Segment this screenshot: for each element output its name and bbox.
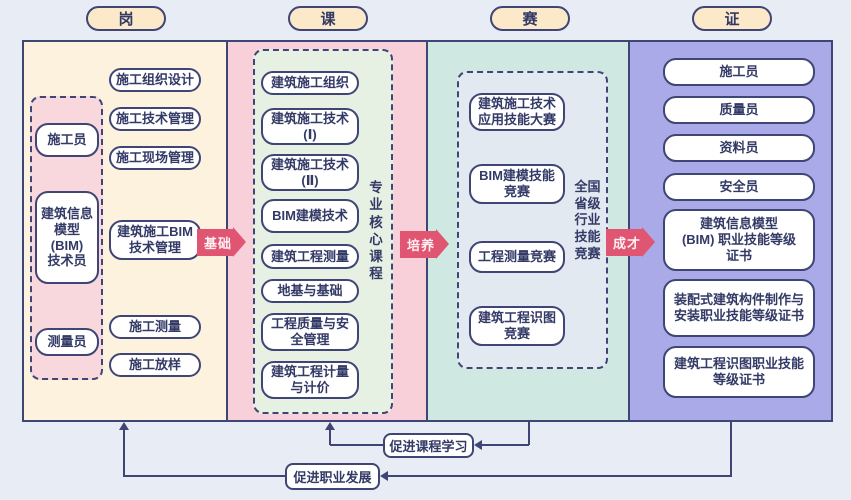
competitions-side-label: 全国 省级 行业 技能 竞赛	[574, 179, 601, 261]
arrow-left-icon	[474, 440, 482, 450]
header-sai: 赛	[490, 6, 570, 31]
course-node: BIM建模技术	[261, 199, 359, 233]
course-node: 建筑施工技术 (Ⅱ)	[261, 154, 359, 191]
arrow-right-icon	[233, 227, 247, 257]
connector-line	[329, 429, 331, 445]
flow-arrow-label: 培养	[400, 230, 437, 258]
header-zheng: 证	[692, 6, 772, 31]
arrow-right-icon	[436, 229, 450, 259]
feedback-career-box: 促进职业发展	[285, 463, 380, 490]
arrow-up-icon	[325, 422, 335, 430]
connector-line	[123, 429, 125, 477]
course-node: 工程质量与安 全管理	[261, 313, 359, 351]
cert-node: 装配式建筑构件制作与 安装职业技能等级证书	[663, 279, 815, 337]
duty-node: 施工放样	[109, 353, 201, 377]
connector-line	[124, 475, 285, 477]
course-node: 建筑施工技术 (Ⅰ)	[261, 108, 359, 145]
arrow-right-icon	[642, 227, 656, 257]
flow-arrow-peiyang: 培养	[400, 229, 450, 259]
duty-node: 施工现场管理	[109, 146, 201, 170]
connector-line	[330, 444, 383, 446]
course-node: 地基与基础	[261, 279, 359, 303]
arrow-up-icon	[119, 422, 129, 430]
cert-node: 资料员	[663, 134, 815, 162]
duty-node: 施工测量	[109, 315, 201, 339]
cert-node: 建筑工程识图职业技能 等级证书	[663, 346, 815, 398]
cert-node: 施工员	[663, 58, 815, 86]
arrow-left-icon	[380, 471, 388, 481]
flow-arrow-jichu: 基础	[197, 227, 247, 257]
connector-line	[482, 444, 529, 446]
column-gang: 施工员 建筑信息 模型 (BIM) 技术员 测量员 施工组织设计 施工技术管理 …	[22, 40, 228, 422]
course-node: 建筑工程测量	[261, 244, 359, 269]
competition-node: 建筑施工技术 应用技能大赛	[469, 93, 565, 131]
flow-arrow-label: 基础	[197, 228, 234, 256]
header-gang: 岗	[86, 6, 166, 31]
flow-arrow-chengcai: 成才	[606, 227, 656, 257]
column-zheng: 施工员 质量员 资料员 安全员 建筑信息模型 (BIM) 职业技能等级 证书 装…	[628, 40, 833, 422]
course-node: 建筑工程计量 与计价	[261, 361, 359, 399]
duty-node: 施工技术管理	[109, 107, 201, 131]
connector-line	[528, 421, 530, 445]
column-ke: 建筑施工组织 建筑施工技术 (Ⅰ) 建筑施工技术 (Ⅱ) BIM建模技术 建筑工…	[226, 40, 428, 422]
competition-node: 工程测量竞赛	[469, 241, 565, 273]
flow-arrow-label: 成才	[606, 228, 643, 256]
cert-node: 安全员	[663, 173, 815, 201]
duty-node: 建筑施工BIM 技术管理	[109, 220, 201, 260]
column-sai: 建筑施工技术 应用技能大赛 BIM建模技能 竞赛 工程测量竞赛 建筑工程识图 竞…	[426, 40, 630, 422]
cert-node: 建筑信息模型 (BIM) 职业技能等级 证书	[663, 209, 815, 271]
course-node: 建筑施工组织	[261, 71, 359, 95]
courses-side-label: 专 业 核 心 课 程	[369, 180, 383, 282]
cert-node: 质量员	[663, 96, 815, 124]
competition-node: BIM建模技能 竞赛	[469, 164, 565, 204]
duty-node: 施工组织设计	[109, 68, 201, 92]
competition-node: 建筑工程识图 竞赛	[469, 306, 565, 346]
header-ke: 课	[288, 6, 368, 31]
job-node: 施工员	[35, 123, 99, 157]
job-node: 测量员	[35, 328, 99, 356]
feedback-course-box: 促进课程学习	[383, 433, 474, 458]
job-node: 建筑信息 模型 (BIM) 技术员	[35, 191, 99, 284]
connector-line	[388, 475, 732, 477]
connector-line	[730, 421, 732, 476]
